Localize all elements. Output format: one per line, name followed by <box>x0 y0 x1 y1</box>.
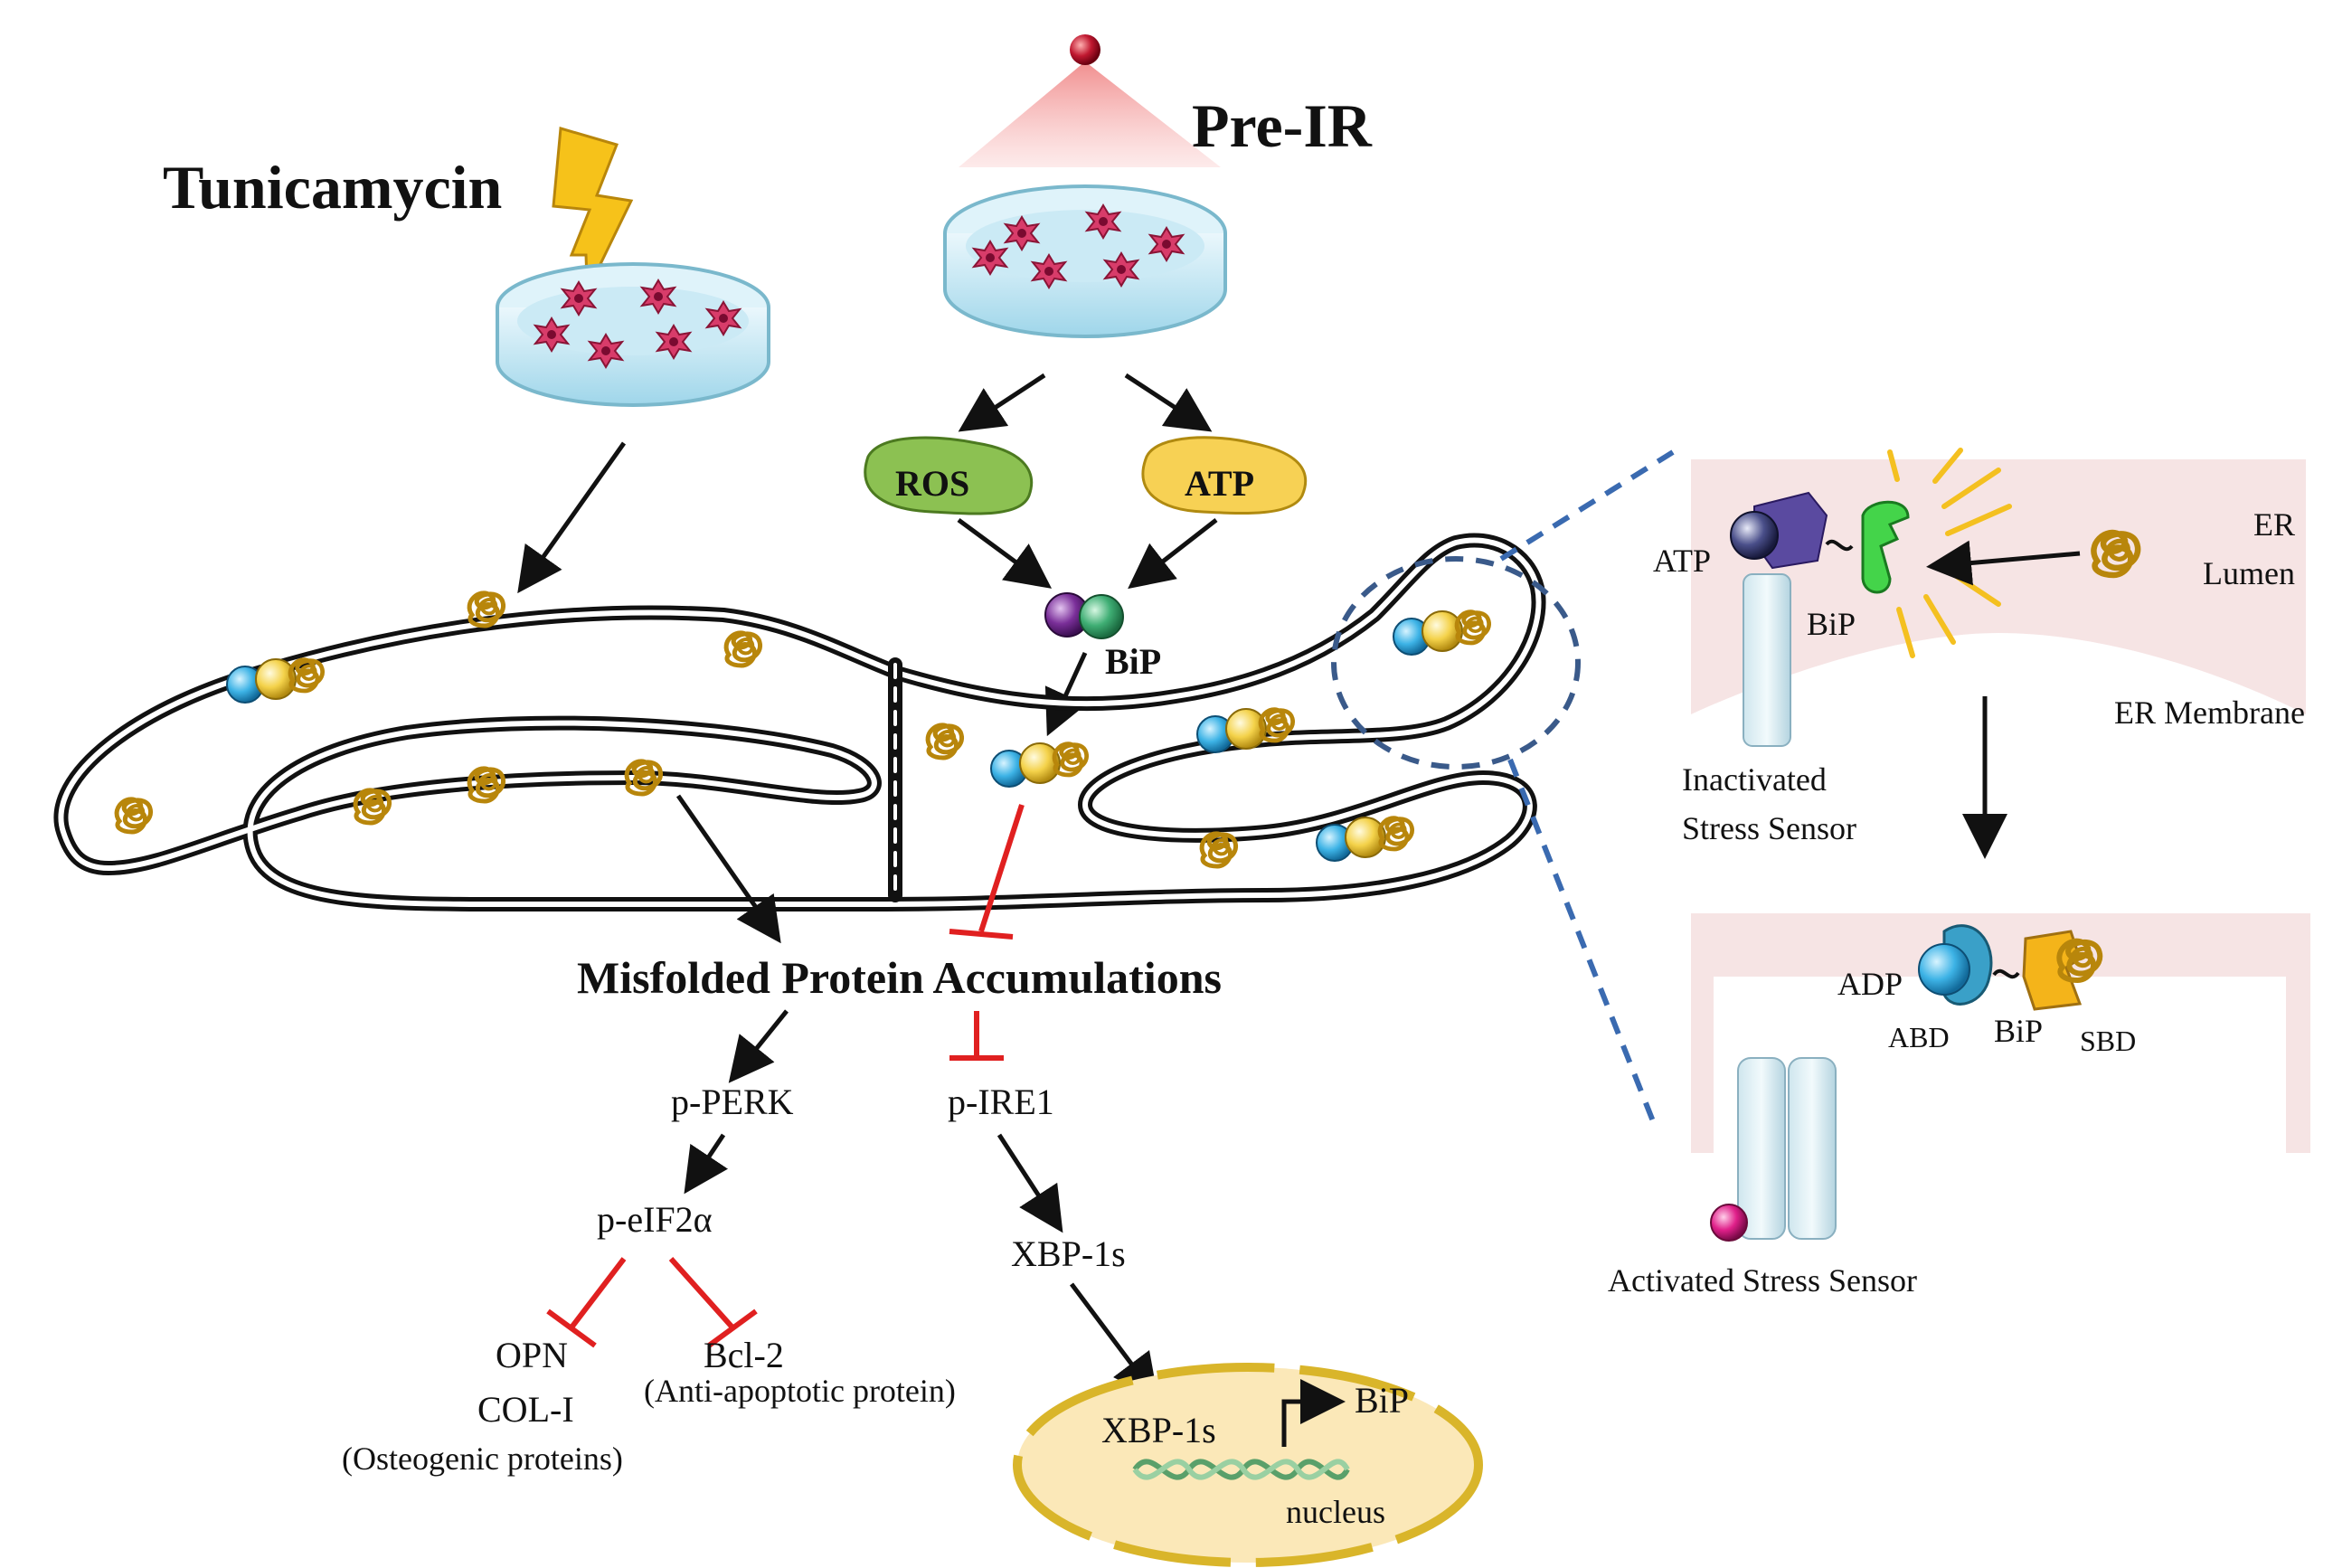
arrow-tunicamycin-to-er <box>517 441 627 594</box>
er-membrane-label: ER Membrane <box>2114 694 2305 731</box>
xbp1s-label: XBP-1s <box>1011 1233 1126 1274</box>
irradiation-cone-icon <box>959 34 1221 167</box>
arrow-perk-to-eif2a <box>684 1133 728 1195</box>
er-band-top <box>1691 459 2306 714</box>
inactivated-label: Inactivated <box>1682 761 1827 798</box>
nucleus-xbp1s-label: XBP-1s <box>1101 1410 1216 1450</box>
misfolded-protein-icon <box>117 799 150 832</box>
misfolded-protein-icon <box>726 633 760 666</box>
bip-label: BiP <box>1105 641 1161 682</box>
ros-blob: ROS <box>864 436 1034 515</box>
chaperone-complex-icon <box>991 743 1087 787</box>
er-band-bottom <box>1691 913 2310 1153</box>
arrow-preir-to-atp <box>1124 373 1213 432</box>
atp-label: ATP <box>1185 463 1254 504</box>
zoom-connector <box>1331 449 1675 1128</box>
arrow-misfolded-to-perk <box>728 1009 789 1083</box>
activated-sensor-icon <box>1710 1057 1837 1242</box>
inset-sbd-label: SBD <box>2080 1025 2136 1057</box>
inhibit-eif2a-to-bcl2 <box>668 1256 758 1348</box>
osteogenic-label: (Osteogenic proteins) <box>342 1440 623 1477</box>
dna-helix-icon <box>1132 1459 1350 1480</box>
arrow-preir-to-ros <box>958 373 1046 432</box>
inset-atp-label: ATP <box>1653 543 1711 579</box>
inset-bip-label: BiP <box>1807 606 1856 642</box>
petri-dish-icon <box>943 184 1227 338</box>
arrow-bip-to-complex <box>1044 651 1088 737</box>
er-lumen-label: ER <box>2253 506 2295 543</box>
misfolded-protein-icon <box>928 725 961 758</box>
bip-atp-bound-icon <box>1730 491 1910 594</box>
p-eif2a-label: p-eIF2α <box>597 1199 713 1240</box>
chaperone-complex-icon <box>227 659 323 703</box>
transcription-arrow <box>1281 1379 1346 1447</box>
arrow-er-to-misfolded <box>675 794 781 944</box>
arrow-xbp1s-to-nucleus <box>1070 1282 1158 1400</box>
activated-sensor-label: Activated Stress Sensor <box>1608 1262 1917 1299</box>
inhibit-eif2a-to-opn <box>546 1257 627 1348</box>
er-lumen-label-2: Lumen <box>2203 555 2295 591</box>
inactivated-label-2: Stress Sensor <box>1682 810 1856 846</box>
ros-label: ROS <box>895 463 969 504</box>
pre-ir-label: Pre-IR <box>1192 91 1373 160</box>
p-perk-label: p-PERK <box>671 1082 794 1122</box>
chaperone-complex-icon <box>1393 611 1489 655</box>
er-membrane <box>53 533 1546 912</box>
nucleus-bip-label: BiP <box>1355 1380 1409 1421</box>
inhibit-complex-to-misfolded <box>949 804 1025 940</box>
bip-icon <box>1044 592 1124 639</box>
arrow-ire1-to-xbp1s <box>997 1133 1063 1233</box>
tunicamycin-label: Tunicamycin <box>163 153 502 222</box>
inset-bip-label-2: BiP <box>1994 1013 2043 1049</box>
anti-apoptotic-label: (Anti-apoptotic protein) <box>644 1373 956 1409</box>
arrow-atp-to-bip <box>1128 518 1218 590</box>
inset-adp-label: ADP <box>1837 966 1903 1002</box>
nucleus-label: nucleus <box>1286 1494 1385 1530</box>
col1-label: COL-I <box>477 1389 574 1430</box>
bcl2-label: Bcl-2 <box>704 1335 784 1375</box>
atp-blob: ATP <box>1141 436 1308 515</box>
petri-dish-icon <box>496 262 770 407</box>
opn-label: OPN <box>496 1335 568 1375</box>
inset-abd-label: ABD <box>1888 1021 1950 1053</box>
bip-adp-bound-icon <box>1918 924 2100 1011</box>
p-ire1-label: p-IRE1 <box>948 1082 1054 1122</box>
misfolded-accumulations-label: Misfolded Protein Accumulations <box>577 952 1222 1003</box>
arrow-misfolded-to-bip <box>1926 540 2081 586</box>
stress-sensor-icon <box>1743 573 1791 747</box>
inhibit-misfolded-to-ire1 <box>949 1011 1004 1061</box>
arrow-ros-to-bip <box>957 517 1053 589</box>
